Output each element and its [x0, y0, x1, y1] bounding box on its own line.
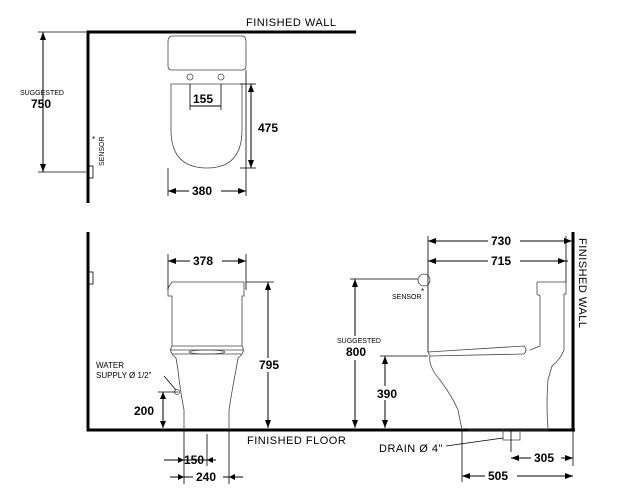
side-view: FINISHED WALL SENSOR * DRAIN Ø 4" 730 71…	[336, 232, 588, 483]
drain-label: DRAIN Ø 4"	[379, 443, 443, 455]
side-sensor-label: SENSOR	[392, 294, 422, 301]
side-sensor-asterisk: *	[421, 287, 424, 296]
top-sensor-box	[87, 165, 94, 179]
top-750-value: 750	[31, 97, 51, 111]
front-378-value: 378	[193, 254, 213, 268]
water-supply-label-1: WATER	[96, 361, 124, 370]
top-wall-line	[86, 30, 356, 203]
side-390-value: 390	[377, 387, 397, 401]
top-suggested-label: SUGGESTED	[20, 90, 64, 97]
front-240-value: 240	[196, 470, 216, 484]
top-380-value: 380	[192, 184, 212, 198]
top-sensor-asterisk: *	[92, 135, 95, 144]
top-sensor-label: SENSOR	[99, 136, 106, 166]
top-bowl	[170, 83, 243, 169]
side-finished-wall-label: FINISHED WALL	[576, 238, 588, 328]
side-sensor-circle	[417, 273, 431, 287]
finished-floor-label: FINISHED FLOOR	[247, 435, 346, 447]
drain-pipe	[502, 430, 521, 441]
front-150-value: 150	[184, 453, 204, 467]
top-155-value: 155	[193, 92, 213, 106]
front-view: FINISHED FLOOR 378 795 WATER SUPPLY Ø 1/…	[86, 232, 575, 484]
front-wall-floor	[86, 232, 575, 432]
side-730-value: 730	[491, 234, 511, 248]
top-finished-wall-label: FINISHED WALL	[246, 17, 336, 29]
side-800-value: 800	[346, 345, 366, 359]
top-tank	[167, 35, 247, 71]
top-475-value: 475	[258, 121, 278, 135]
front-795-value: 795	[259, 358, 279, 372]
side-305-value: 305	[534, 451, 554, 465]
side-suggested-label: SUGGESTED	[337, 338, 381, 345]
side-toilet	[427, 281, 567, 431]
side-715-value: 715	[491, 254, 511, 268]
water-supply-label-2: SUPPLY Ø 1/2"	[96, 371, 152, 380]
front-toilet	[167, 281, 245, 430]
top-view: FINISHED WALL * SENSOR SUGGESTED 750 155…	[20, 17, 356, 203]
front-200-value: 200	[134, 404, 154, 418]
side-505-value: 505	[488, 469, 508, 483]
front-sensor-box	[87, 271, 94, 285]
